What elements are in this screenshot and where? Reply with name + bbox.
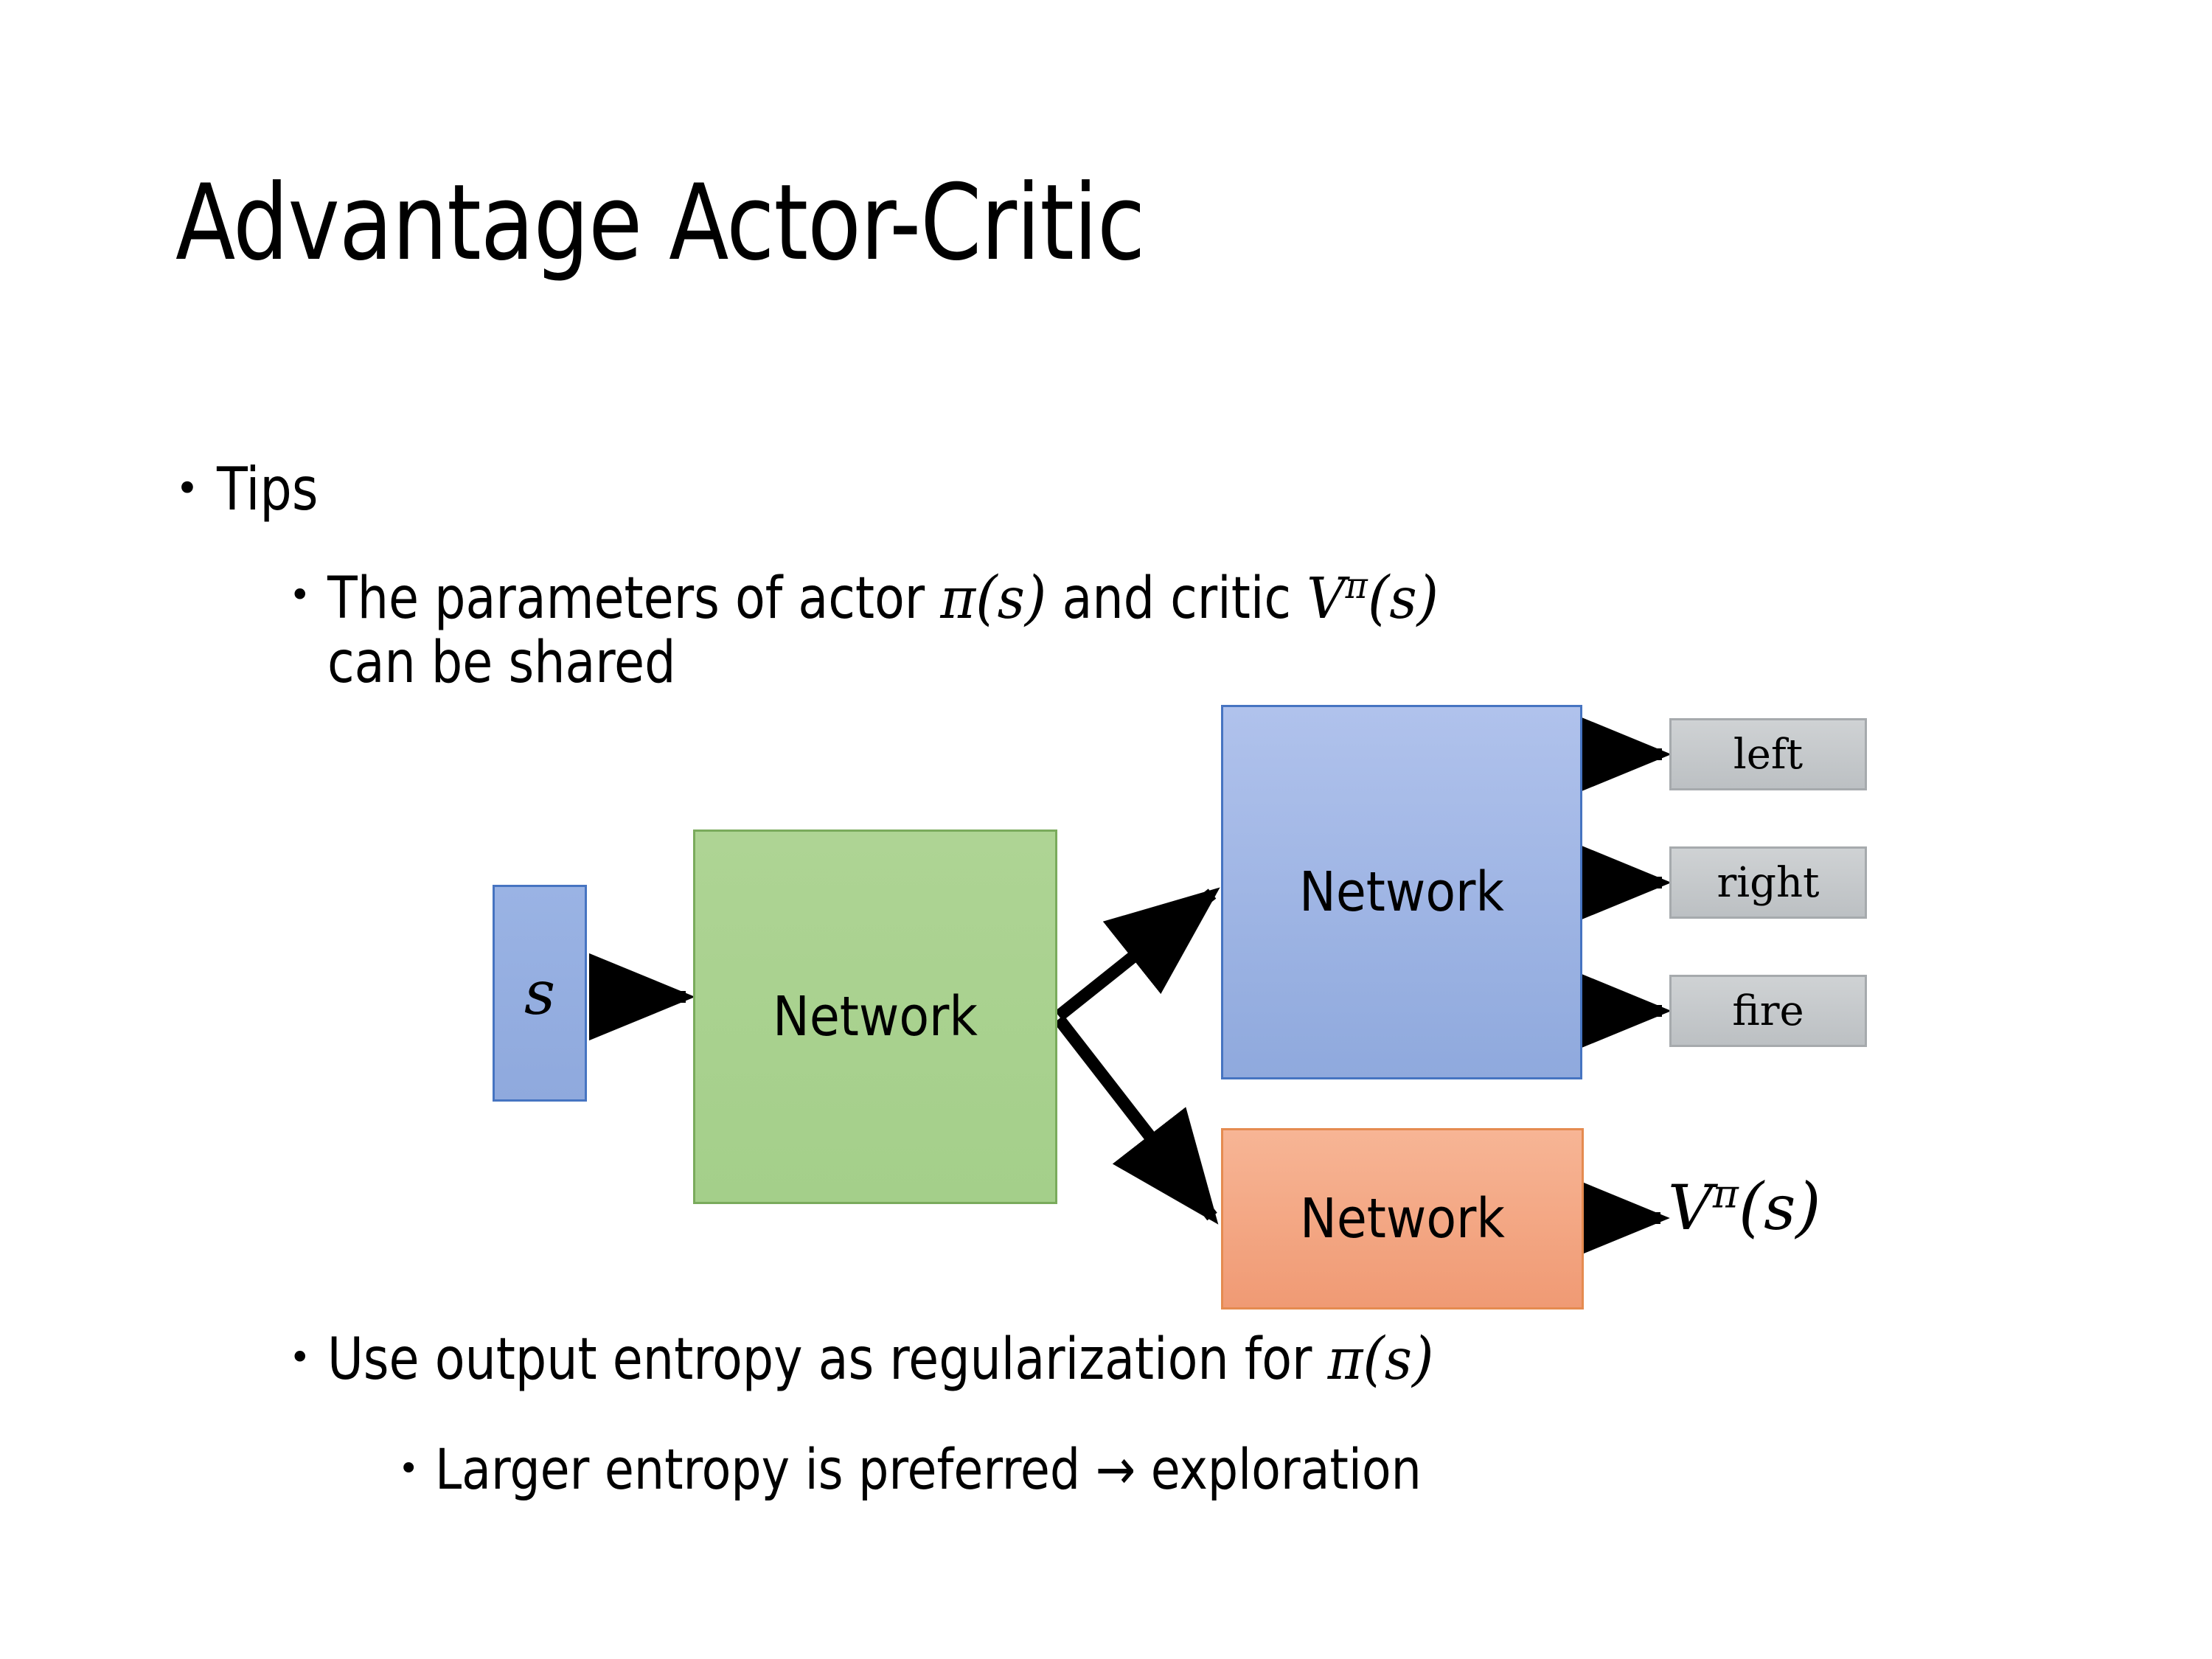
arrow-shared-to-critic xyxy=(1054,1015,1219,1225)
page-title: Advantage Actor-Critic xyxy=(175,162,1145,284)
math-s-symbol: s xyxy=(1388,566,1417,632)
math-pi-symbol: π xyxy=(939,566,975,632)
math-s-symbol: s xyxy=(997,566,1025,632)
diagram-action-label-right: right xyxy=(1717,858,1820,907)
text-can-be-shared: can be shared xyxy=(327,630,675,697)
diagram-action-label-fire: fire xyxy=(1732,987,1804,1035)
text-use-output-entropy: Use output entropy as regularization for xyxy=(327,1326,1328,1393)
math-pi-superscript: π xyxy=(1712,1171,1739,1217)
bullet-marker-icon: • xyxy=(289,1336,311,1379)
bullet-shared-parameters: • The parameters of actor π(s) and criti… xyxy=(289,565,2044,696)
math-open-paren: ( xyxy=(1738,1169,1764,1245)
math-close-paren: ) xyxy=(1795,1169,1821,1245)
math-close-paren: ) xyxy=(1416,563,1439,632)
text-the-parameters-of-actor: The parameters of actor xyxy=(327,566,940,632)
math-V-symbol: V xyxy=(1306,566,1346,632)
diagram-action-box-fire: fire xyxy=(1669,975,1867,1047)
bullet-larger-entropy: • Larger entropy is preferred → explorat… xyxy=(398,1439,1474,1500)
math-s-symbol: s xyxy=(1764,1172,1796,1244)
bullet-marker-icon: • xyxy=(289,574,311,616)
text-and-critic: and critic xyxy=(1046,566,1307,632)
math-pi-symbol: π xyxy=(1327,1327,1363,1393)
diagram-shared-network-box: Network xyxy=(693,830,1057,1204)
diagram-shared-network-label: Network xyxy=(773,985,978,1048)
math-s-symbol: s xyxy=(1384,1327,1412,1393)
diagram-input-state-label: s xyxy=(524,958,556,1029)
bullet-tips: • Tips xyxy=(175,459,324,520)
math-open-paren: ( xyxy=(1362,1324,1385,1393)
diagram-actor-network-label: Network xyxy=(1299,860,1504,924)
diagram-action-box-left: left xyxy=(1669,718,1867,790)
math-close-paren: ) xyxy=(1024,563,1046,632)
math-V-symbol: V xyxy=(1668,1172,1713,1244)
diagram-critic-network-box: Network xyxy=(1221,1128,1584,1310)
bullet-tips-label: Tips xyxy=(216,455,319,524)
diagram-critic-network-label: Network xyxy=(1300,1187,1505,1251)
bullet-larger-entropy-label: Larger entropy is preferred → exploratio… xyxy=(435,1436,1422,1502)
math-open-paren: ( xyxy=(975,563,998,632)
diagram-action-box-right: right xyxy=(1669,846,1867,919)
bullet-marker-icon: • xyxy=(175,465,199,512)
diagram-input-state-box: s xyxy=(493,885,587,1102)
bullet-entropy-regularization: • Use output entropy as regularization f… xyxy=(289,1327,1492,1391)
math-pi-superscript: π xyxy=(1345,566,1368,607)
bullet-shared-parameters-label: The parameters of actor π(s) and critic … xyxy=(327,565,1439,696)
diagram-critic-output-formula: Vπ(s) xyxy=(1668,1169,1821,1245)
math-close-paren: ) xyxy=(1411,1324,1434,1393)
bullet-entropy-regularization-label: Use output entropy as regularization for… xyxy=(327,1327,1434,1391)
diagram-action-label-left: left xyxy=(1733,730,1804,779)
arrow-shared-to-actor xyxy=(1054,887,1220,1021)
math-open-paren: ( xyxy=(1367,563,1389,632)
bullet-marker-icon: • xyxy=(398,1448,420,1489)
diagram-actor-network-box: Network xyxy=(1221,705,1582,1079)
